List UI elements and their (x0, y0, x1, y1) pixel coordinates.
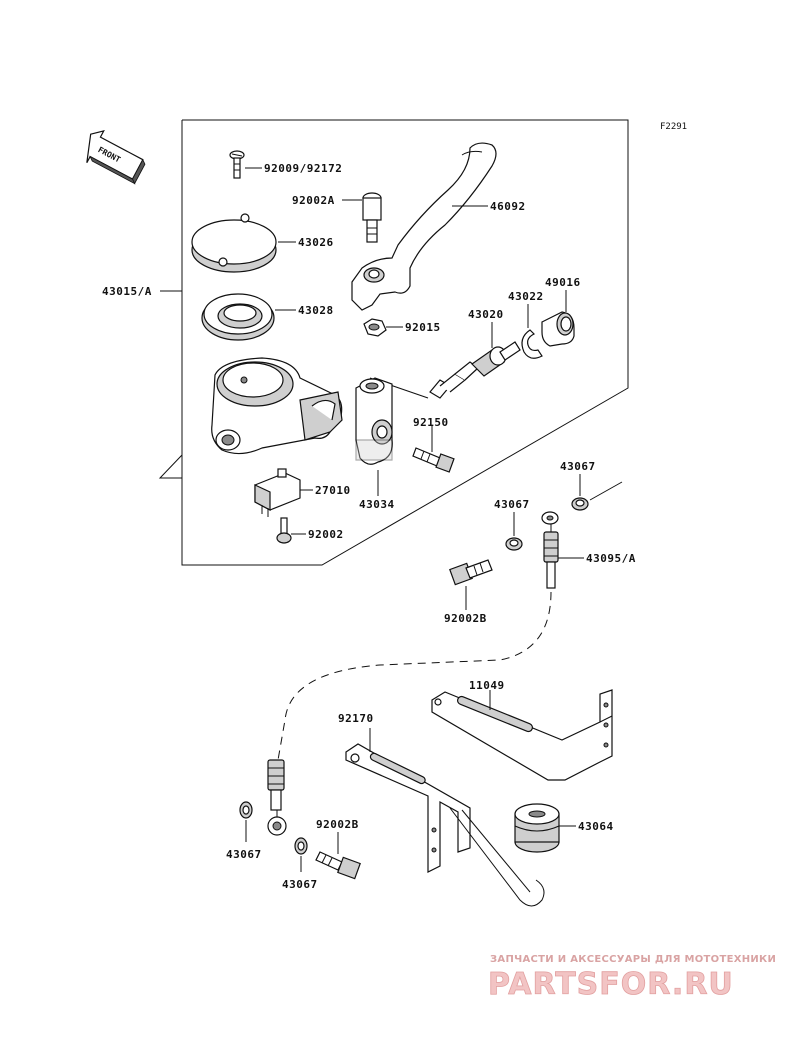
screw-92002 (276, 517, 292, 544)
nut-92015 (363, 318, 387, 337)
part-label-92002B-bottom: 92002B (316, 818, 359, 831)
part-label-43067-top: 43067 (560, 460, 596, 473)
watermark: ЗАПЧАСТИ И АКСЕССУАРЫ ДЛЯ МОТОТЕХНИКИ PA… (488, 954, 776, 1002)
damper-43064 (514, 803, 560, 853)
part-label-92002: 92002 (308, 528, 344, 541)
diagram-code: F2291 (660, 122, 687, 132)
part-label-92002A: 92002A (292, 194, 335, 207)
clamp-bracket-92170 (345, 743, 545, 907)
part-label-43015A: 43015/A (102, 285, 152, 298)
part-label-43067-bottom-middle: 43067 (282, 878, 318, 891)
washer-43067-top (571, 497, 589, 511)
part-label-46092: 46092 (490, 200, 526, 213)
washer-43067-bottom-left (239, 801, 253, 819)
part-label-92009: 92009/92172 (264, 162, 342, 175)
part-label-43028: 43028 (298, 304, 334, 317)
part-label-92015: 92015 (405, 321, 441, 334)
banjo-bolt-92002B-middle (449, 559, 493, 586)
part-label-43034: 43034 (359, 498, 395, 511)
front-arrow-icon: FRONT (86, 130, 146, 185)
watermark-tagline: ЗАПЧАСТИ И АКСЕССУАРЫ ДЛЯ МОТОТЕХНИКИ (490, 954, 776, 965)
brake-lever-46092 (351, 142, 497, 311)
hose-lower-end (267, 759, 287, 836)
bracket-11049 (431, 689, 613, 781)
screw-92009 (229, 150, 245, 179)
part-label-27010: 27010 (315, 484, 351, 497)
washer-43067-bottom-middle (294, 837, 308, 855)
part-label-43022: 43022 (508, 290, 544, 303)
pivot-bolt-92002A (362, 192, 382, 243)
part-label-49016: 49016 (545, 276, 581, 289)
part-label-43020: 43020 (468, 308, 504, 321)
part-label-92002B-middle: 92002B (444, 612, 487, 625)
banjo-bolt-92002B-bottom (315, 851, 361, 880)
boot-49016 (541, 311, 575, 347)
clamp-43034 (355, 377, 393, 465)
part-label-11049: 11049 (469, 679, 505, 692)
reservoir-cap-43026 (191, 213, 277, 273)
watermark-brand: PARTSFOR.RU (488, 967, 734, 1002)
diaphragm-43028 (201, 293, 275, 341)
washer-43067-middle (505, 537, 523, 551)
part-label-43064: 43064 (578, 820, 614, 833)
switch-27010 (254, 468, 301, 517)
piston-kit-43020 (429, 341, 521, 399)
part-label-43095A: 43095/A (586, 552, 636, 565)
part-label-92170: 92170 (338, 712, 374, 725)
part-label-43026: 43026 (298, 236, 334, 249)
master-cylinder-body (211, 357, 343, 455)
part-label-92150: 92150 (413, 416, 449, 429)
part-label-43067-middle: 43067 (494, 498, 530, 511)
brake-hose-43095A (277, 511, 559, 761)
assembly-outline (158, 119, 629, 566)
part-label-43067-bottom-left: 43067 (226, 848, 262, 861)
circlip-43022 (521, 329, 543, 359)
bolt-92150 (412, 447, 455, 473)
